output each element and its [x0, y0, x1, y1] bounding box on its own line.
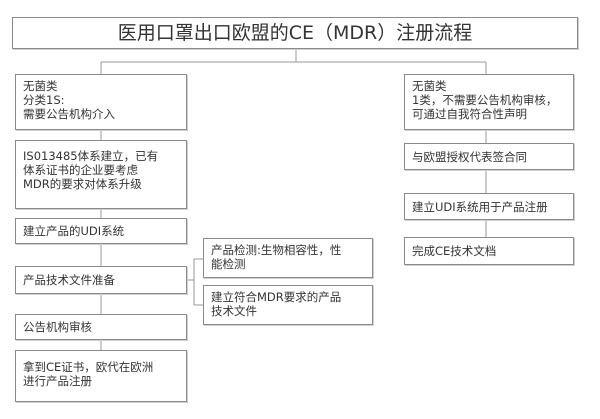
- right-step-udi-registration: 建立UDI系统用于产品注册: [404, 193, 574, 220]
- left-step-notified-body-audit: 公告机构审核: [15, 314, 187, 340]
- left-step-ce-certificate: 拿到CE证书，欧代在欧洲 进行产品注册: [15, 350, 187, 402]
- left-step-udi-system: 建立产品的UDI系统: [15, 218, 187, 244]
- right-step-eu-representative-contract: 与欧盟授权代表签合同: [404, 143, 574, 170]
- right-step-ce-technical-documentation: 完成CE技术文档: [404, 237, 574, 265]
- right-step-sterile-class-self-declaration: 无菌类 1类，不需要公告机构审核， 可通过自我符合性声明: [404, 74, 574, 130]
- middle-step-product-testing: 产品检测:生物相容性，性 能检测: [203, 238, 373, 278]
- left-step-iso13485: IS013485体系建立，已有 体系证书的企业要考虑 MDR的要求对体系升级: [15, 140, 187, 209]
- left-step-technical-file: 产品技术文件准备: [15, 266, 187, 294]
- left-step-sterile-class: 无菌类 分类1S: 需要公告机构介入: [15, 74, 187, 130]
- middle-step-mdr-technical-file: 建立符合MDR要求的产品 技术文件: [203, 285, 373, 325]
- page-title: 医用口罩出口欧盟的CE（MDR）注册流程: [12, 17, 578, 49]
